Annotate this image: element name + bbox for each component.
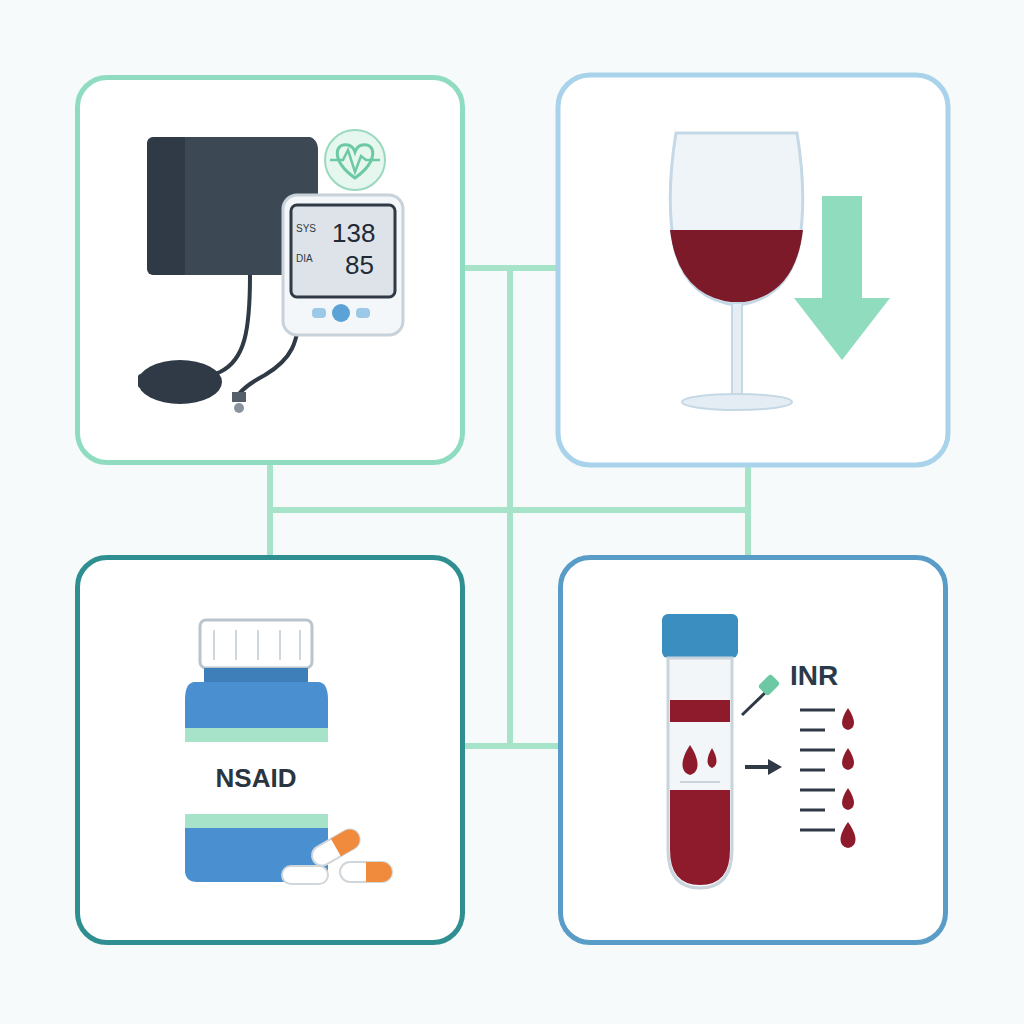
nsaid-box: NSAID — [75, 555, 465, 945]
alcohol-box — [558, 75, 948, 465]
node-text: DIA — [296, 254, 313, 264]
box-fill — [558, 555, 948, 945]
decrease-arrow — [794, 196, 890, 360]
test-tube — [662, 614, 856, 888]
inr-box: INR — [558, 555, 948, 945]
node-text: 138 — [332, 220, 375, 246]
blood-pressure-monitor — [138, 130, 403, 413]
node-text: 85 — [345, 252, 374, 278]
box-fill — [75, 75, 465, 465]
box-fill — [75, 555, 465, 945]
bp-monitor-box: SYS 138DIA 85 — [75, 75, 465, 465]
wine-glass — [670, 133, 890, 410]
connector-line — [465, 743, 558, 749]
node-text: SYS — [296, 224, 316, 234]
node-text: NSAID — [216, 765, 297, 791]
pill-bottle — [185, 620, 392, 884]
connector-line — [267, 465, 273, 555]
node-text: INR — [790, 662, 838, 690]
